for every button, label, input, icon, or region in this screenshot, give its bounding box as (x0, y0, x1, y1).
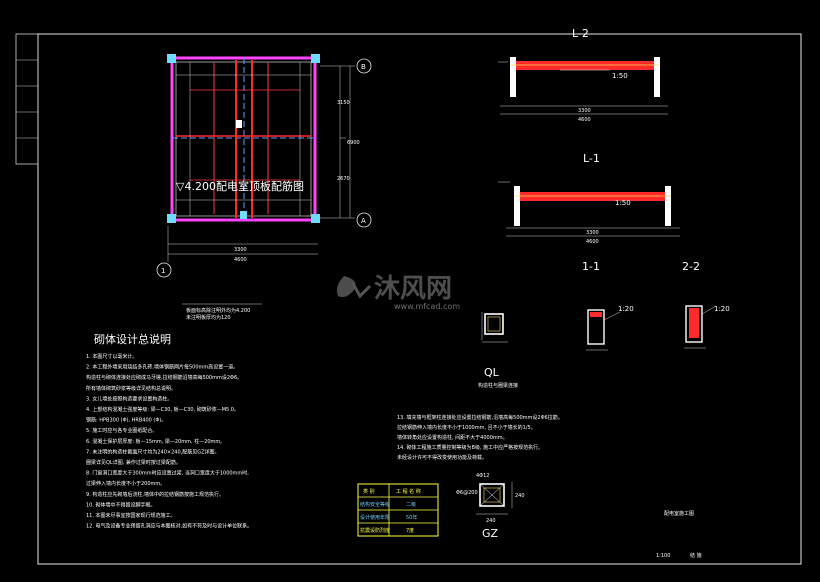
note-line: 12. 电气及设备专业预留孔洞应与本图核对,如有不符及时与设计单位联系。 (86, 523, 252, 530)
beam-l2-dim-total: 4600 (578, 117, 591, 123)
gz-dim-w: 240 (486, 518, 496, 524)
ql-section (481, 312, 508, 343)
plan-dim-right-total: 6900 (347, 140, 360, 146)
section-1-1-scale: 1:20 (618, 305, 634, 313)
section-2-2-label: 2-2 (682, 260, 700, 273)
gz-section (476, 482, 513, 515)
spec-table-r3c1: 抗震设防烈度 (360, 527, 390, 534)
note-line: 14. 砌体工程施工质量控制等级为B级, 施工中应严格按规范执行。 (397, 444, 543, 451)
notes-title: 砌体设计总说明 (94, 332, 171, 346)
beam-l2-ratio: 1:50 (612, 72, 628, 80)
notes-right-list: 13. 填充墙与框架柱连接处应设置拉结钢筋,沿墙高每500mm设2Φ6拉筋。 拉… (397, 414, 563, 461)
gz-dim-top: 4Φ12 (476, 473, 489, 479)
ql-label: QL (484, 366, 500, 379)
sheet-frame (15, 33, 802, 565)
spec-table-r2c2: 50年 (406, 514, 417, 521)
beam-l1-title: L-1 (583, 152, 600, 165)
plan-dim-right-2: 2670 (337, 176, 350, 182)
axis-1-label: 1 (161, 267, 165, 275)
titleblock-sheet: 结 施 (690, 552, 702, 559)
note-line: 9. 构造柱应先砌墙后浇柱,墙体中的拉结钢筋按施工规范执行。 (86, 491, 224, 498)
note-line: 10. 砌体墙中不得留设脚手眼。 (86, 501, 156, 508)
note-line: 8. 门窗洞口宽度大于300mm时应设置过梁, 当洞口宽度大于1000mm时, (86, 470, 249, 477)
note-line: 过梁伸入墙内长度不小于200mm。 (86, 480, 165, 487)
plan-dim-total: 4600 (234, 257, 247, 263)
note-line: 墙体转角处应设置构造柱, 间距不大于4000mm。 (397, 434, 508, 441)
note-line: 圈梁详见QL详图, 兼作过梁时按过梁配筋。 (86, 459, 181, 466)
gz-dim-side: Φ6@200 (456, 490, 478, 496)
axis-b-label: B (361, 63, 366, 71)
section-1-1-label: 1-1 (582, 260, 600, 273)
note-line: 2. 本工程外墙采用烧结多孔砖,墙体钢筋网片每500mm高设置一道。 (86, 364, 238, 371)
axis-a-label: A (361, 217, 366, 225)
beam-l1-elevation (498, 181, 680, 237)
ql-note: 构造柱与圈梁连接 (478, 382, 518, 389)
notes-list: 1. 本图尺寸以毫米计。 2. 本工程外墙采用烧结多孔砖,墙体钢筋网片每500mm… (86, 353, 252, 530)
beam-l2-dim: 3300 (578, 108, 591, 114)
plan-dim-inner: 3300 (234, 247, 247, 253)
beam-l2-elevation (498, 57, 668, 115)
note-line: 所有墙体砌筑砂浆等级详见结构总说明。 (86, 385, 176, 392)
note-line: 3. 女儿墙处按照构造要求设置构造柱。 (86, 395, 172, 402)
note-line: 钢筋: HPB300 (Φ), HRB400 (Φ)。 (86, 417, 166, 424)
note-line: 11. 本图未尽事宜按国家现行规范施工。 (86, 512, 176, 519)
watermark-text: 沐风网 (374, 274, 452, 304)
spec-table-r1c2: 二级 (406, 501, 416, 508)
floor-slab-plan (156, 54, 372, 305)
spec-table-h2: 工 程 名 称 (396, 488, 421, 495)
gz-dim-h: 240 (515, 493, 525, 499)
beam-l1-dim: 3300 (586, 230, 599, 236)
spec-table-r3c2: 7度 (406, 527, 414, 534)
plan-dim-right-1: 3150 (337, 100, 350, 106)
note-line: 13. 填充墙与框架柱连接处应设置拉结钢筋,沿墙高每500mm设2Φ6拉筋。 (397, 414, 563, 421)
note-line: 6. 混凝土保护层厚度: 板—15mm, 梁—20mm, 柱—20mm。 (86, 438, 225, 445)
plan-note-1: 板面标高除注明外均为4.200 (186, 307, 250, 314)
plan-title: ▽4.200配电室顶板配筋图 (176, 179, 304, 193)
spec-table-r2c1: 设计使用年限 (360, 514, 390, 521)
spec-table-r1c1: 结构安全等级 (360, 501, 390, 508)
note-line: 拉结钢筋伸入墙内长度不小于1000mm, 且不小于墙长的1/5。 (397, 424, 536, 431)
titleblock-drawing: 配电室施工图 (664, 510, 694, 517)
section-2-2-detail (684, 305, 717, 349)
watermark-url: www.mfcad.com (394, 302, 460, 311)
note-line: 未经设计许可不得改变使用功能及荷载。 (397, 454, 487, 461)
watermark-logo (336, 276, 372, 299)
plan-note-2: 未注明板厚均为120 (186, 314, 231, 321)
spec-table-h1: 类 别 (363, 488, 375, 495)
beam-l1-ratio: 1:50 (615, 199, 631, 207)
gz-label: GZ (482, 527, 499, 540)
beam-l2-title: L-2 (572, 27, 589, 40)
note-line: 1. 本图尺寸以毫米计。 (86, 353, 137, 360)
note-line: 7. 未注明的构造柱截面尺寸均为240×240,配筋见GZ详图。 (86, 448, 220, 455)
section-1-1-detail (586, 309, 621, 351)
titleblock-scale: 1:100 (656, 553, 670, 559)
spec-table (357, 483, 439, 537)
beam-l1-dim-total: 4600 (586, 239, 599, 245)
note-line: 5. 施工时应与各专业图纸配合。 (86, 427, 157, 434)
note-line: 构造柱与砌体连接处应砌成马牙槎,拉结钢筋沿墙高每500mm设2Φ6。 (86, 374, 242, 381)
note-line: 4. 上部结构混凝土强度等级: 梁—C30, 板—C30, 砌筑砂浆—M5.0。 (86, 406, 239, 413)
section-2-2-scale: 1:20 (714, 305, 730, 313)
